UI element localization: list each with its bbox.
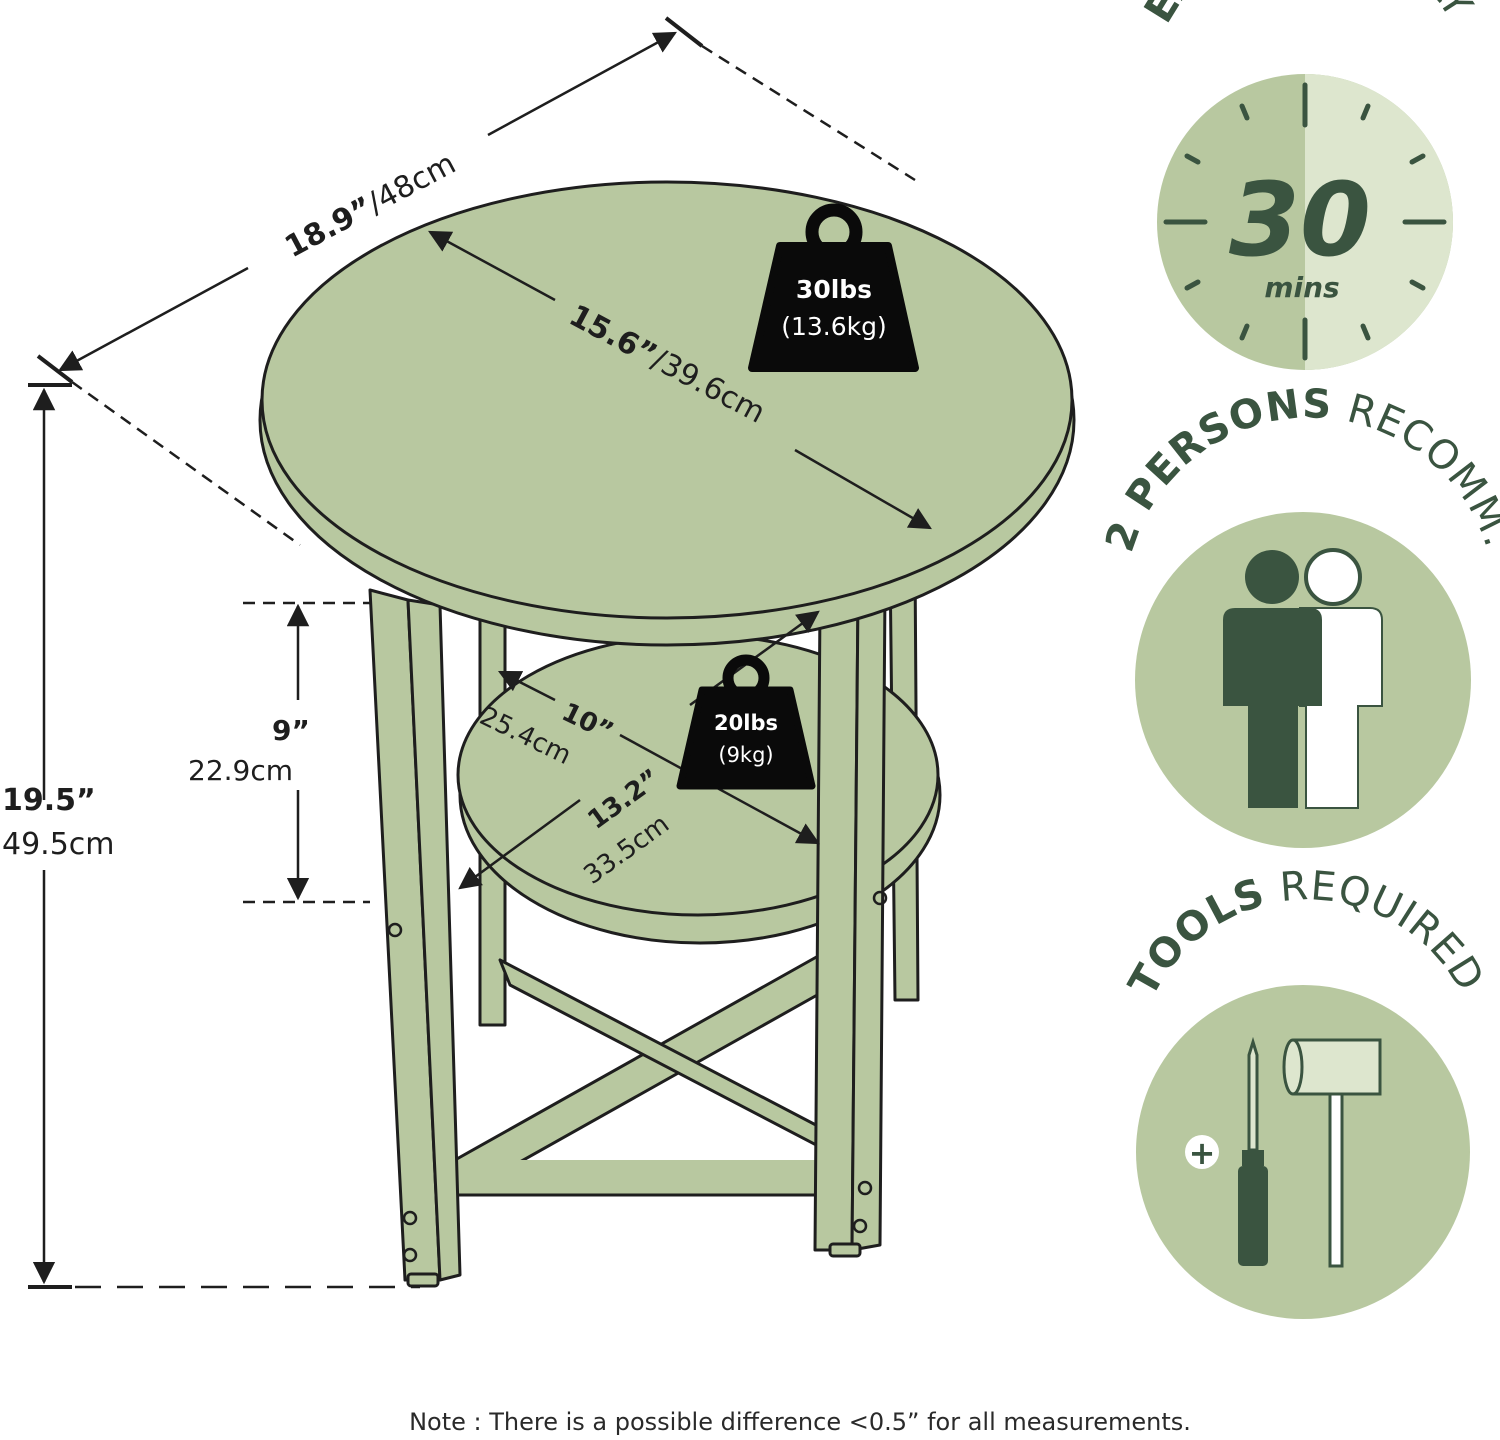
- tools-icon: +: [1185, 1036, 1382, 1268]
- easy-assembly-badge: EASY ASSEMBLY 30 mins: [1136, 0, 1481, 370]
- weight-shelf-lbs: 20lbs: [714, 711, 778, 735]
- shelf-gap-cm: 22.9cm: [188, 754, 293, 787]
- weight-badge-shelf: 20lbs (9kg): [676, 654, 816, 790]
- two-persons-badge: 2 PERSONS RECOMM.: [1097, 381, 1500, 848]
- side-table-illustration: [258, 180, 1076, 1288]
- dimension-lines: [28, 16, 932, 1289]
- total-height-inch: 19.5”: [2, 783, 96, 818]
- assembly-minutes-unit: mins: [1264, 271, 1339, 304]
- two-persons-icon: [1223, 548, 1383, 809]
- phillips-plus: +: [1189, 1134, 1216, 1172]
- weight-top-kg: (13.6kg): [781, 312, 887, 341]
- svg-text:TOOLS REQUIRED: TOOLS REQUIRED: [1120, 863, 1493, 1004]
- total-height-cm: 49.5cm: [2, 827, 115, 862]
- clock-icon: [1163, 82, 1447, 361]
- shelf-gap-inch: 9”: [272, 714, 310, 747]
- weight-top-lbs: 30lbs: [796, 275, 872, 304]
- assembly-minutes-number: 30: [1229, 161, 1371, 280]
- measurement-note: Note : There is a possible difference <0…: [409, 1408, 1191, 1436]
- weight-badge-top: 30lbs (13.6kg): [748, 203, 919, 372]
- tools-required-badge: TOOLS REQUIRED +: [1120, 863, 1493, 1319]
- svg-text:EASY ASSEMBLY: EASY ASSEMBLY: [1136, 0, 1481, 31]
- weight-shelf-kg: (9kg): [718, 743, 773, 767]
